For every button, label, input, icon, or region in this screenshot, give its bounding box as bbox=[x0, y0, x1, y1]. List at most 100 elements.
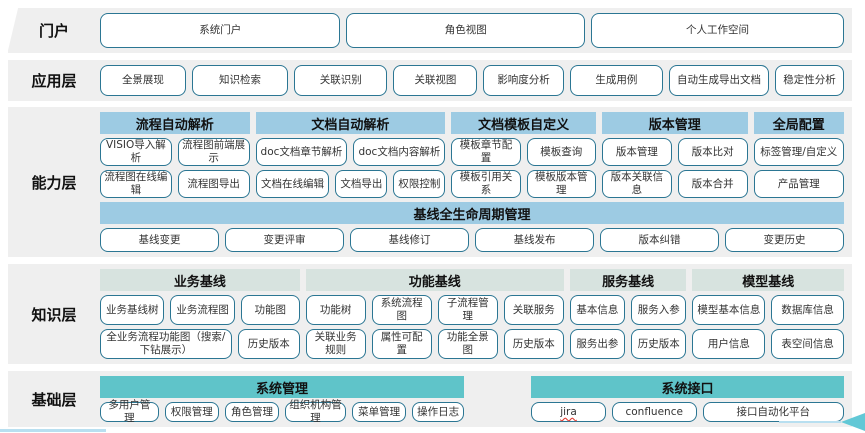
feature-button-label: 功能全景图 bbox=[446, 331, 489, 356]
button-row: 服务出参 历史版本 bbox=[569, 329, 687, 359]
feature-button-label: doc文档内容解析 bbox=[358, 145, 441, 158]
group-header: 系统接口 bbox=[531, 376, 844, 398]
feature-button: 业务基线树 bbox=[100, 295, 165, 325]
button-row: 多用户管理权限管理角色管理组织机构管理菜单管理操作日志 bbox=[100, 399, 465, 424]
feature-button: 全业务流程功能图（搜索/下钻展示） bbox=[100, 329, 232, 359]
feature-button-label: doc文档章节解析 bbox=[260, 145, 343, 158]
feature-button: 模板查询 bbox=[526, 138, 596, 166]
feature-button-label: 全业务流程功能图（搜索/下钻展示） bbox=[106, 331, 226, 356]
feature-button-label: 关联服务 bbox=[512, 303, 555, 316]
feature-button-label: 文档在线编辑 bbox=[260, 177, 324, 190]
group-header: 模型基线 bbox=[692, 269, 844, 291]
layer-content: 系统管理多用户管理权限管理角色管理组织机构管理菜单管理操作日志 系统接口 jira c… bbox=[100, 371, 852, 427]
layer-label: 基础层 bbox=[31, 390, 77, 409]
feature-button-label: 服务出参 bbox=[576, 337, 619, 350]
feature-button: 文档导出 bbox=[335, 170, 388, 198]
feature-button: VISIO导入解析 bbox=[100, 138, 172, 166]
feature-group: 服务基线基本信息服务入参服务出参历史版本 bbox=[569, 269, 687, 359]
feature-group: 系统管理多用户管理权限管理角色管理组织机构管理菜单管理操作日志 bbox=[100, 376, 465, 424]
feature-button: 全景展现 bbox=[100, 65, 186, 96]
feature-button: 基本信息 bbox=[569, 295, 626, 325]
button-row: 模板章节配置模板查询 bbox=[451, 138, 596, 166]
feature-button: 版本管理 bbox=[601, 138, 672, 166]
feature-button: 变更评审 bbox=[225, 228, 344, 252]
layer-foundation: 基础层 系统管理多用户管理权限管理角色管理组织机构管理菜单管理操作日志 系统接口 ji… bbox=[8, 371, 852, 427]
feature-button: 产品管理 bbox=[753, 170, 845, 198]
feature-button: 关联识别 bbox=[294, 65, 388, 96]
feature-button: 权限管理 bbox=[164, 402, 219, 422]
feature-button-label: confluence bbox=[625, 405, 683, 418]
groups-row: 系统管理多用户管理权限管理角色管理组织机构管理菜单管理操作日志 系统接口 jira c… bbox=[100, 376, 844, 424]
feature-button-label: 接口自动化平台 bbox=[736, 405, 811, 418]
feature-button: 流程图导出 bbox=[177, 170, 250, 198]
feature-button-label: 版本合并 bbox=[691, 177, 734, 190]
feature-button-label: 历史版本 bbox=[247, 337, 290, 350]
feature-button-label: 关联视图 bbox=[414, 74, 457, 87]
layer-content: 业务基线业务基线树业务流程图功能图全业务流程功能图（搜索/下钻展示）历史版本功能… bbox=[100, 264, 852, 364]
button-row: 全业务流程功能图（搜索/下钻展示） 历史版本 bbox=[100, 329, 300, 359]
feature-button-label: 权限管理 bbox=[170, 405, 213, 418]
feature-button-label: 版本纠错 bbox=[638, 233, 681, 246]
feature-button-label: 知识检索 bbox=[218, 74, 261, 87]
feature-button-label: 流程图导出 bbox=[187, 177, 240, 190]
feature-button: 权限控制 bbox=[393, 170, 446, 198]
feature-button: doc文档内容解析 bbox=[353, 138, 446, 166]
feature-button: 标签管理/自定义 bbox=[753, 138, 845, 166]
feature-button-label: 模板引用关系 bbox=[459, 171, 513, 196]
feature-button-label: 影响度分析 bbox=[497, 74, 550, 87]
feature-button: 版本比对 bbox=[677, 138, 748, 166]
feature-button: 知识检索 bbox=[191, 65, 289, 96]
button-row: 文档在线编辑文档导出权限控制 bbox=[255, 170, 446, 198]
feature-button-label: VISIO导入解析 bbox=[105, 139, 166, 164]
feature-button-label: 基线变更 bbox=[138, 233, 181, 246]
feature-button-label: 权限控制 bbox=[398, 177, 441, 190]
button-row: 功能树系统流程图子流程管理关联服务 bbox=[305, 295, 564, 325]
feature-button-label: 数据库信息 bbox=[781, 303, 834, 316]
feature-button-label: 流程图在线编辑 bbox=[104, 171, 168, 196]
feature-button: 功能图 bbox=[240, 295, 300, 325]
group-header: 系统管理 bbox=[100, 376, 465, 398]
button-row: 产品管理 bbox=[753, 170, 845, 198]
feature-button-label: 全景展现 bbox=[121, 74, 164, 87]
feature-button-label: 历史版本 bbox=[637, 337, 680, 350]
feature-button: doc文档章节解析 bbox=[255, 138, 348, 166]
button-row: 用户信息表空间信息 bbox=[692, 329, 845, 359]
feature-button-label: 模板查询 bbox=[540, 145, 583, 158]
button-row: 版本管理版本比对 bbox=[601, 138, 748, 166]
feature-button-label: 属性可配置 bbox=[380, 331, 423, 356]
groups-row: 业务基线业务基线树业务流程图功能图全业务流程功能图（搜索/下钻展示）历史版本功能… bbox=[100, 269, 845, 359]
baseline-band-header: 基线全生命周期管理 bbox=[100, 202, 844, 224]
feature-button: 关联服务 bbox=[503, 295, 564, 325]
feature-button-label: 用户信息 bbox=[707, 337, 750, 350]
feature-button: 版本纠错 bbox=[600, 228, 719, 252]
feature-button-label: 组织机构管理 bbox=[289, 399, 342, 424]
group-header: 服务基线 bbox=[569, 269, 687, 291]
feature-button-label: 变更历史 bbox=[763, 233, 806, 246]
feature-button-label: 模板版本管理 bbox=[535, 171, 588, 196]
feature-button: 历史版本 bbox=[237, 329, 300, 359]
layer-label: 应用层 bbox=[31, 72, 77, 90]
feature-button-label: 功能图 bbox=[254, 303, 287, 316]
feature-button: 稳定性分析 bbox=[775, 65, 844, 96]
button-row: 全景展现知识检索关联识别关联视图影响度分析生成用例自动生成导出文档稳定性分析 bbox=[100, 65, 844, 96]
feature-button: 版本合并 bbox=[677, 170, 748, 198]
feature-button: jira bbox=[531, 402, 606, 422]
feature-button-label: 自动生成导出文档 bbox=[677, 74, 762, 87]
feature-button-label: 操作日志 bbox=[417, 405, 460, 418]
feature-button: 操作日志 bbox=[412, 402, 465, 422]
feature-button: 变更历史 bbox=[725, 228, 844, 252]
button-row: 模板引用关系模板版本管理 bbox=[451, 170, 596, 198]
feature-button: 多用户管理 bbox=[100, 399, 159, 424]
feature-button: 业务流程图 bbox=[170, 295, 235, 325]
layer-label: 能力层 bbox=[31, 173, 77, 192]
button-row: 流程图在线编辑 流程图导出 bbox=[100, 170, 250, 198]
feature-button: 基线发布 bbox=[475, 228, 594, 252]
feature-button: 自动生成导出文档 bbox=[669, 65, 770, 96]
feature-button: 关联视图 bbox=[393, 65, 478, 96]
feature-group: 系统接口 jira confluence 接口自动化平台 bbox=[531, 376, 844, 422]
feature-button: 系统门户 bbox=[100, 13, 341, 48]
feature-button-label: 流程图前端展示 bbox=[182, 139, 246, 164]
button-row: 模型基本信息数据库信息 bbox=[692, 295, 845, 325]
feature-button-label: 系统门户 bbox=[199, 24, 242, 37]
